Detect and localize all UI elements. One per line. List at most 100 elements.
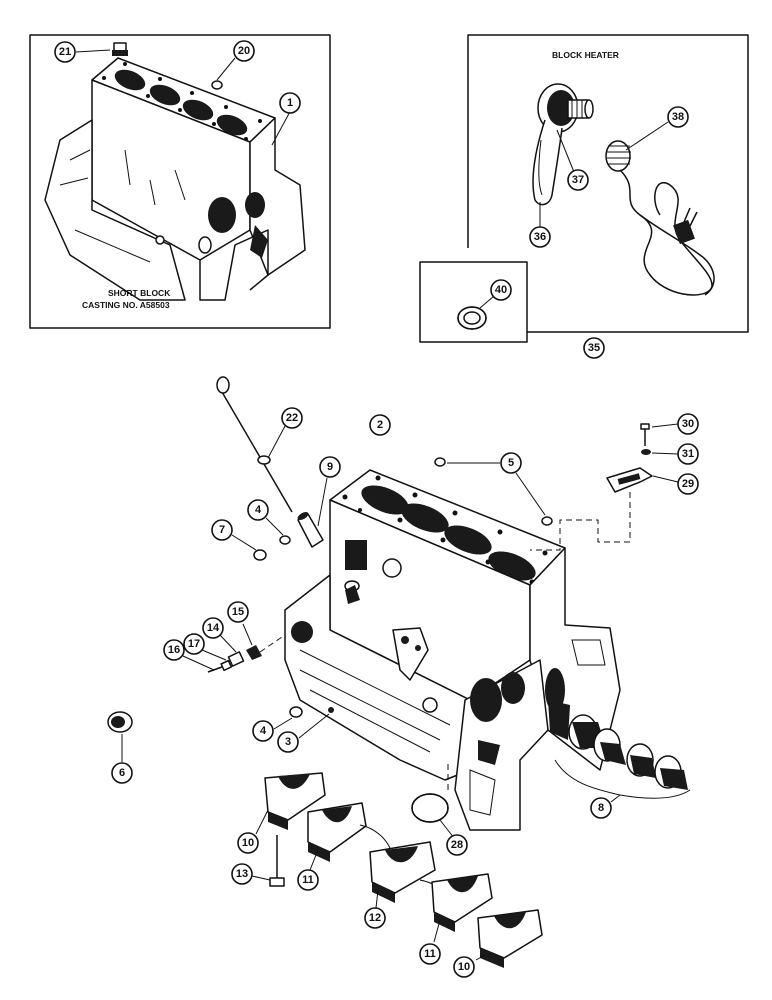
part-3-plug (328, 707, 334, 713)
callout-20: 20 (233, 40, 255, 62)
callout-9: 9 (319, 456, 341, 478)
part-9-tube (297, 512, 324, 548)
svg-text:15: 15 (232, 606, 244, 618)
svg-text:36: 36 (534, 231, 546, 243)
callout-11-second: 11 (297, 869, 319, 891)
callout-15: 15 (227, 601, 249, 623)
part-4-plug-upper (279, 535, 291, 545)
callout-37: 37 (567, 169, 589, 191)
callout-38: 38 (667, 106, 689, 128)
svg-text:2: 2 (377, 419, 383, 431)
callout-10-rear: 10 (453, 956, 475, 978)
part-10-main-cap-front (264, 772, 326, 830)
block-heater-title: BLOCK HEATER (552, 50, 619, 60)
svg-text:3: 3 (285, 736, 291, 748)
part-4-plug-lower (289, 706, 303, 718)
block-heater-inset: BLOCK HEATER (419, 34, 749, 343)
svg-text:14: 14 (207, 622, 220, 634)
callout-36: 36 (529, 226, 551, 248)
svg-text:6: 6 (119, 767, 125, 779)
callout-3: 3 (277, 731, 299, 753)
svg-text:38: 38 (672, 111, 684, 123)
part-10-main-cap-rear (477, 909, 543, 968)
svg-text:40: 40 (495, 284, 507, 296)
svg-text:8: 8 (598, 802, 604, 814)
svg-text:17: 17 (188, 638, 200, 650)
svg-text:30: 30 (682, 418, 694, 430)
svg-text:7: 7 (219, 524, 225, 536)
short-block-inset-frame (29, 34, 331, 329)
part-40-seal (457, 306, 487, 330)
part-28-rear-seal (411, 793, 449, 823)
svg-text:12: 12 (369, 912, 381, 924)
callout-13: 13 (231, 863, 253, 885)
callout-5: 5 (500, 452, 522, 474)
callout-2: 2 (369, 414, 391, 436)
svg-text:5: 5 (508, 457, 514, 469)
callout-30: 30 (677, 413, 699, 435)
cylinder-block-illustration (284, 469, 621, 831)
part-21-plug (112, 42, 128, 56)
callout-7: 7 (211, 519, 233, 541)
svg-text:22: 22 (286, 412, 298, 424)
part-14-sender (227, 651, 245, 667)
callout-4-upper: 4 (247, 499, 269, 521)
short-block-illustration (44, 57, 306, 301)
svg-text:13: 13 (236, 868, 248, 880)
callout-31: 31 (677, 443, 699, 465)
svg-text:9: 9 (327, 461, 333, 473)
callout-28: 28 (446, 834, 468, 856)
short-block-caption-1: SHORT BLOCK (108, 288, 171, 298)
part-22-dipstick (216, 376, 293, 513)
part-5-plug-rear (541, 516, 553, 526)
callout-17: 17 (183, 633, 205, 655)
svg-text:35: 35 (588, 342, 600, 354)
short-block-caption-2: CASTING NO. A58503 (82, 300, 170, 310)
callout-8: 8 (590, 797, 612, 819)
svg-text:4: 4 (260, 725, 267, 737)
svg-text:4: 4 (255, 504, 262, 516)
callout-4-lower: 4 (252, 720, 274, 742)
svg-text:16: 16 (168, 644, 180, 656)
callout-1: 1 (279, 92, 301, 114)
svg-text:28: 28 (451, 839, 463, 851)
part-13-main-bolt (269, 835, 285, 887)
seal-inset-frame (419, 261, 528, 343)
svg-text:21: 21 (59, 46, 71, 58)
svg-text:1: 1 (287, 97, 293, 109)
svg-text:10: 10 (458, 961, 470, 973)
callout-22: 22 (281, 407, 303, 429)
part-38-cord (605, 140, 715, 296)
callout-35: 35 (583, 337, 605, 359)
part-5-plug-front (434, 457, 446, 467)
callout-40: 40 (490, 279, 512, 301)
part-8-cam-bearings (568, 714, 688, 790)
svg-text:37: 37 (572, 174, 584, 186)
part-12-main-cap-center (369, 841, 436, 903)
callout-21: 21 (54, 41, 76, 63)
svg-text:20: 20 (238, 45, 250, 57)
part-20-plug (211, 80, 223, 90)
part-15-cap (246, 645, 262, 660)
svg-text:31: 31 (682, 448, 694, 460)
svg-text:11: 11 (424, 948, 436, 960)
callout-12: 12 (364, 907, 386, 929)
svg-text:11: 11 (302, 874, 314, 886)
part-30-screw (640, 423, 650, 446)
part-31-washer (641, 449, 651, 455)
callout-10-front: 10 (237, 832, 259, 854)
callout-29: 29 (677, 473, 699, 495)
part-11-main-cap-4 (431, 873, 493, 932)
part-36-heater-loop (532, 119, 563, 206)
svg-text:10: 10 (242, 837, 254, 849)
part-17-fitting (220, 659, 233, 672)
callout-6: 6 (111, 762, 133, 784)
short-block-inset: SHORT BLOCK CASTING NO. A58503 (29, 34, 331, 329)
part-7-plug (253, 549, 267, 561)
part-29-bracket (606, 467, 653, 493)
part-11-main-cap-2 (307, 802, 367, 862)
callout-14: 14 (202, 617, 224, 639)
callout-11-fourth: 11 (419, 943, 441, 965)
svg-text:29: 29 (682, 478, 694, 490)
